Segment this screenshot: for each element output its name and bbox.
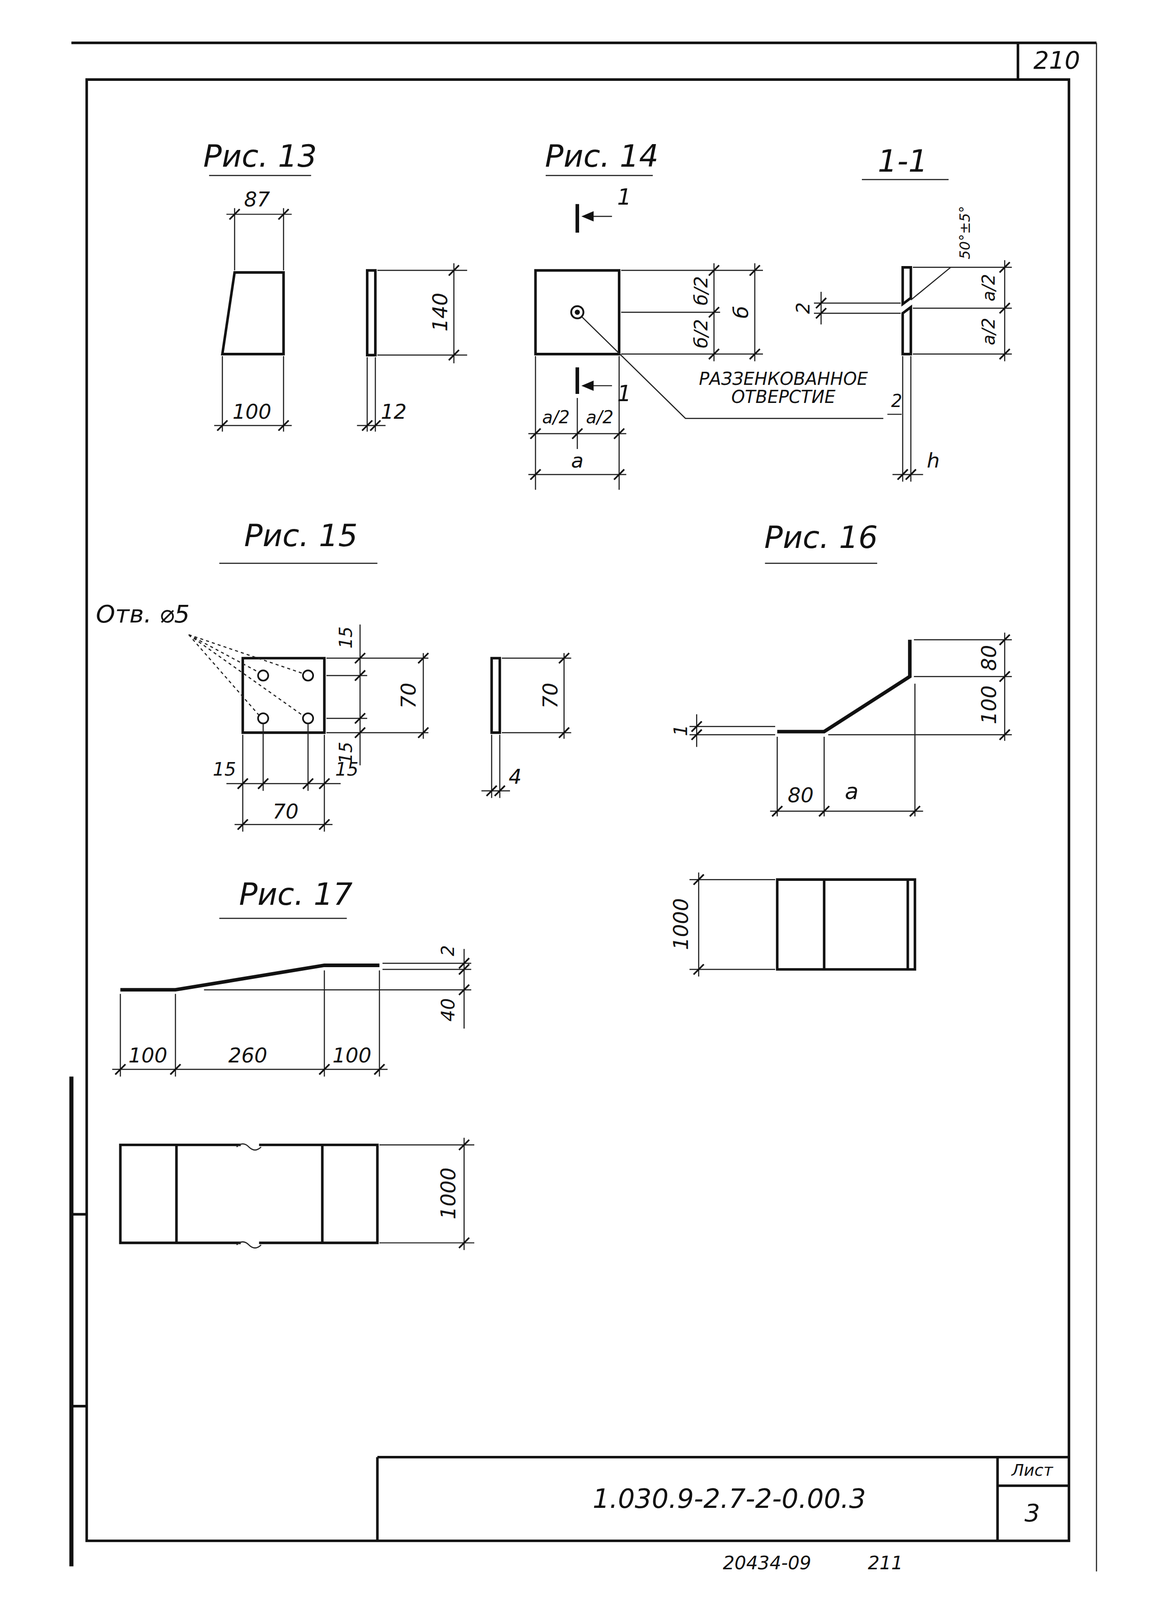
profile [777, 639, 911, 732]
part-outline [242, 658, 500, 733]
document-code: 1.030.9-2.7-2-0.00.3 [592, 1485, 866, 1514]
figure-title: Рис. 16 [764, 521, 878, 554]
figure-title: Рис. 15 [243, 519, 358, 552]
dimension-lines [689, 872, 776, 977]
leader-line [581, 316, 884, 419]
sheet-edge [1095, 42, 1097, 1572]
dimension: 80 [978, 645, 1001, 671]
dimension: 140 [430, 292, 452, 332]
dimension: а [844, 779, 859, 804]
dimension: б [730, 305, 753, 319]
note: РАЗЗЕНКОВАННОЕ ОТВЕРСТИЕ [686, 370, 881, 407]
dimension-ticks [217, 209, 459, 431]
section-outline [902, 267, 911, 355]
sheet-number: 210 [1033, 48, 1081, 75]
dimension: 70 [540, 682, 562, 709]
section-mark: 1 [617, 382, 632, 406]
dimension: 1000 [438, 1167, 460, 1220]
dimension: 80 [787, 785, 814, 807]
dimension: а/2 [585, 409, 614, 428]
sheet-number: 3 [1024, 1501, 1041, 1527]
dimension: 87 [243, 189, 270, 211]
dimension: 2 [439, 944, 458, 956]
dimension: 100 [128, 1044, 168, 1067]
hole-note: Отв. ⌀5 [95, 602, 190, 628]
binding-bar [69, 1076, 74, 1567]
dimension: б/2 [692, 318, 712, 349]
dimension-ticks [115, 958, 470, 1075]
dimension: 100 [232, 401, 272, 423]
dimension-lines [379, 1137, 475, 1250]
dimension: 4 [508, 766, 522, 788]
figure-title: Рис. 17 [238, 878, 353, 911]
archive-number: 20434-09 [722, 1553, 812, 1574]
section-arrowhead [581, 211, 594, 392]
countersunk-hole [574, 309, 580, 315]
dimension-ticks [693, 874, 704, 975]
section-mark: 1 [617, 185, 632, 209]
dimension: а/2 [980, 317, 999, 346]
dimension: 15 [212, 760, 237, 781]
dimension: 1 [671, 724, 692, 737]
figure-title: Рис. 14 [545, 140, 659, 173]
plan-outline [777, 879, 916, 970]
dimension: 70 [272, 801, 299, 823]
dimension-lines [689, 632, 1012, 817]
dimension-lines [112, 949, 472, 1077]
section-title: 1-1 [877, 144, 928, 178]
dimension: 12 [380, 401, 407, 423]
sheet-frame [71, 42, 1097, 1541]
dimension: 260 [228, 1044, 268, 1067]
dimension: 70 [398, 682, 420, 709]
break-gap [240, 1140, 260, 1247]
dimension: 40 [439, 998, 459, 1022]
dimension: 2 [891, 392, 903, 412]
dimension: б/2 [692, 275, 712, 306]
dimension: 15 [337, 626, 356, 649]
dimension-ticks [237, 653, 570, 830]
figure-title: Рис. 13 [203, 140, 317, 173]
dimension: 100 [978, 685, 1001, 725]
section-line [575, 204, 580, 394]
dimension: а/2 [980, 273, 999, 302]
dimension: h [926, 450, 941, 472]
dimension: 100 [332, 1044, 372, 1067]
dimension: 2 [794, 302, 814, 314]
break-mark [236, 1143, 262, 1248]
section-arrow [585, 216, 613, 386]
part-outline [222, 270, 376, 356]
page-number: 211 [867, 1553, 903, 1574]
dimension-lines [226, 624, 571, 832]
plan-outline [120, 1145, 378, 1244]
title-underline [209, 175, 949, 919]
dimension-lines [214, 208, 468, 432]
dimension: а [570, 450, 584, 472]
holes [257, 670, 314, 724]
dimension-ticks [458, 1139, 470, 1248]
dimension-ticks [691, 634, 1011, 817]
angle-dimension: 50°±5° [957, 205, 973, 260]
profile [120, 965, 380, 990]
dimension: а/2 [542, 409, 570, 428]
sheet-caption: Лист [1011, 1462, 1053, 1480]
leader-line [188, 634, 305, 717]
dimension: 15 [335, 760, 359, 781]
angle-leader [910, 267, 951, 300]
dimension: 1000 [670, 898, 693, 950]
